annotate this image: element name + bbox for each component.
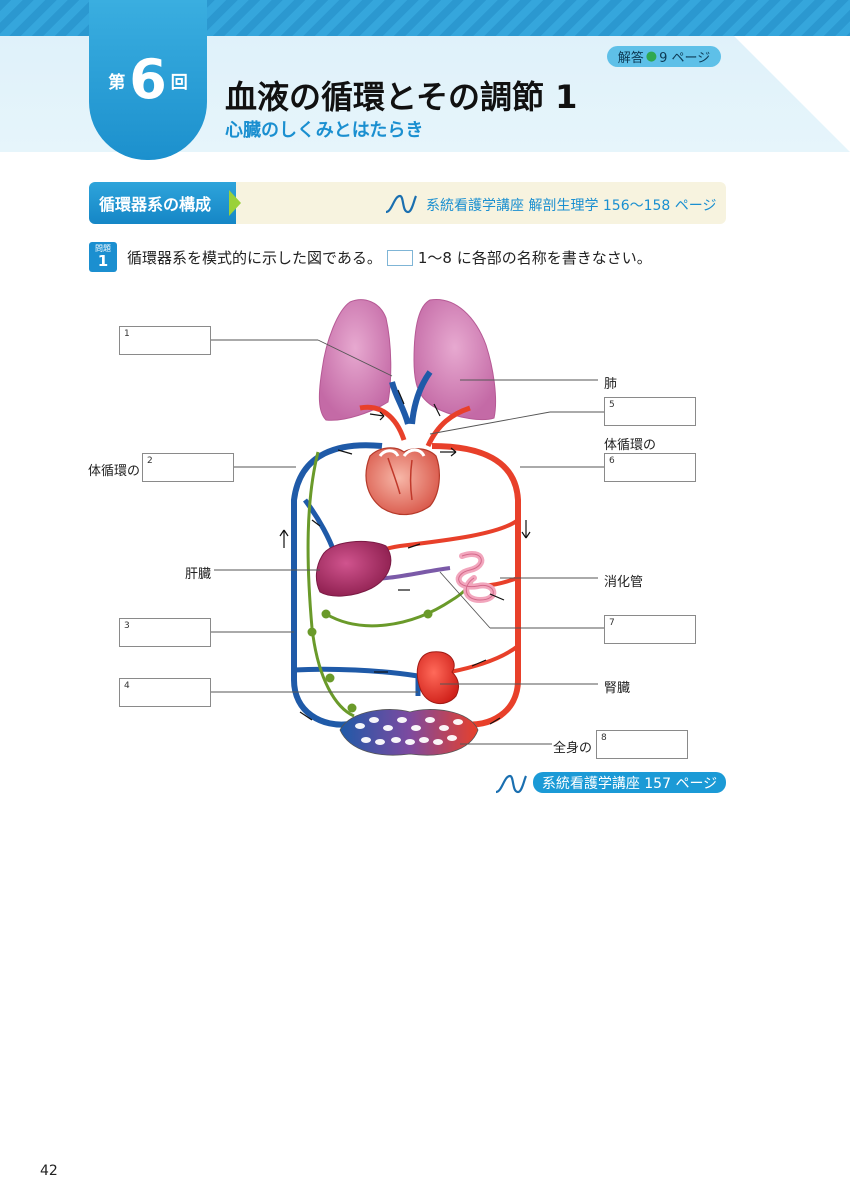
answer-box-1[interactable]: 1	[119, 326, 211, 355]
label-kidney: 腎臓	[604, 681, 631, 696]
label-systemic-2: 体循環の	[88, 464, 141, 479]
left-lung	[318, 299, 392, 421]
label-digestive: 消化管	[604, 575, 644, 590]
bottom-reference: 系統看護学講座 157 ページ	[533, 772, 726, 793]
answer-box-8[interactable]: 8	[596, 730, 688, 759]
liver	[315, 540, 392, 597]
textbook-ref-icon	[385, 194, 418, 214]
question-badge-label: 問題	[95, 244, 111, 253]
digestive-tract	[455, 551, 497, 604]
page-subtitle: 心臓のしくみとはたらき	[225, 120, 424, 141]
chevron-right-icon	[229, 190, 241, 216]
section-reference: 系統看護学講座 解剖生理学 156〜158 ページ	[426, 198, 717, 214]
header-notch	[734, 36, 850, 152]
answer-dot: ●	[645, 49, 658, 64]
lesson-number: 6	[129, 48, 167, 111]
answer-box-5[interactable]: 5	[604, 397, 696, 426]
heart	[365, 447, 440, 516]
question-text: 循環器系を模式的に示した図である。 1〜8 に各部の名称を書きなさい。	[127, 247, 652, 268]
answer-box-7[interactable]: 7	[604, 615, 696, 644]
label-systemic-6: 体循環の	[604, 438, 657, 453]
page-title: 血液の循環とその調節 1	[225, 78, 578, 116]
answer-box-4[interactable]: 4	[119, 678, 211, 707]
capillary-network	[339, 709, 479, 756]
answer-page-badge: 解答 ● 9 ページ	[607, 46, 721, 67]
page-number: 42	[40, 1163, 58, 1179]
right-lung	[413, 299, 497, 421]
answer-page: 9 ページ	[659, 51, 711, 66]
lesson-prefix: 第	[108, 72, 126, 93]
label-lung: 肺	[604, 377, 618, 392]
answer-box-3[interactable]: 3	[119, 618, 211, 647]
blank-box-sample	[386, 249, 413, 266]
question-text-before: 循環器系を模式的に示した図である。	[127, 249, 382, 267]
answer-box-6[interactable]: 6	[604, 453, 696, 482]
textbook-ref-icon	[495, 774, 528, 794]
answer-box-2[interactable]: 2	[142, 453, 234, 482]
question-badge-number: 1	[97, 252, 109, 270]
lesson-number-tab: 第 6 回	[89, 0, 207, 160]
kidney	[416, 651, 459, 704]
answer-label: 解答	[617, 51, 644, 66]
lesson-suffix: 回	[170, 72, 188, 93]
label-liver: 肝臓	[185, 567, 212, 582]
label-whole-body: 全身の	[553, 741, 593, 756]
question-text-after: 1〜8 に各部の名称を書きなさい。	[417, 249, 652, 267]
question-badge: 問題 1	[89, 242, 117, 272]
section-title: 循環器系の構成	[89, 182, 236, 224]
